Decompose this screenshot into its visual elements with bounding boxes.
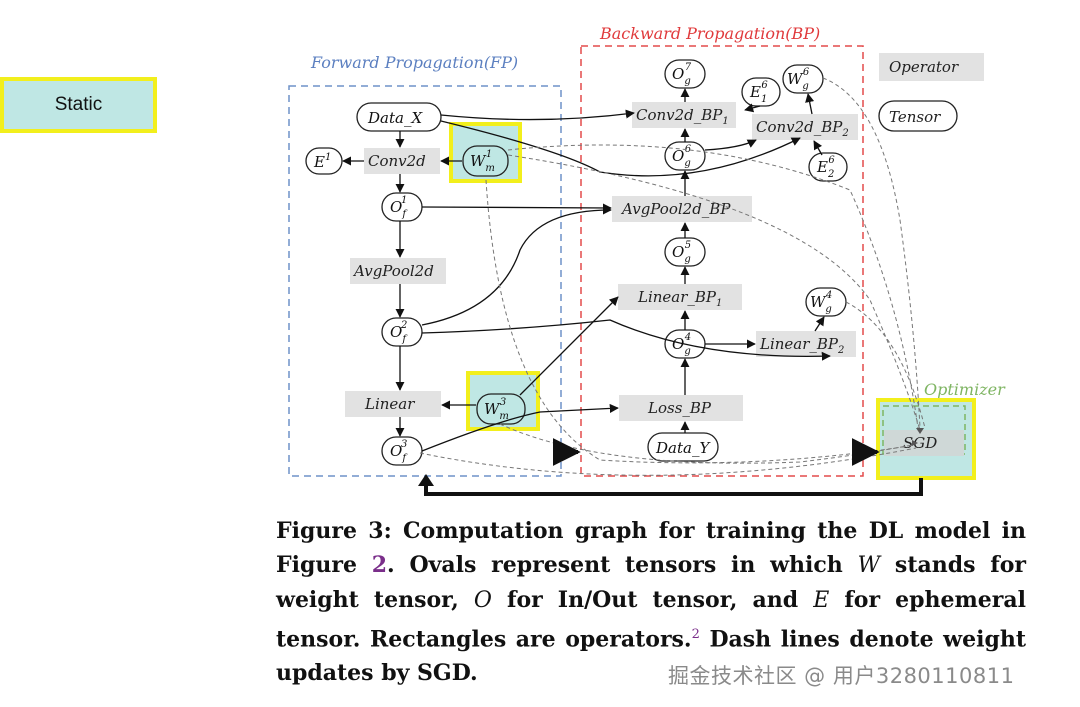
caption-prefix: Figure 3: Computation graph for training…: [276, 518, 1026, 578]
op-linear-label: Linear: [364, 395, 415, 413]
op-avgpool2d-bp: [612, 196, 752, 222]
figure-caption: Figure 3: Computation graph for training…: [276, 514, 1026, 690]
tensor-data-x: [356, 102, 442, 132]
legend-tensor-oval: [878, 100, 958, 132]
op-avgpool2d-bp-label: AvgPool2d_BP: [620, 200, 731, 218]
op-avgpool2d: [350, 258, 446, 284]
op-conv2d-bp1-label: Conv2d_BP1: [636, 106, 729, 127]
footnote-ref[interactable]: 2: [691, 627, 700, 642]
tensor-og5-label: Og5: [672, 240, 691, 265]
tensor-e16-label: E16: [749, 80, 768, 105]
bp-region: [580, 45, 864, 477]
tensor-of1-label: Of1: [390, 195, 408, 220]
tensor-e1: [305, 147, 343, 175]
op-conv2d: [364, 148, 440, 174]
tensor-wg6-label: Wg6: [787, 67, 810, 92]
static-badge: Static: [0, 77, 157, 133]
caption-o-symbol: O: [473, 588, 492, 613]
tensor-e26-label: E26: [816, 155, 835, 180]
figure-ref-link[interactable]: 2: [371, 552, 388, 578]
op-sgd: [884, 430, 964, 456]
caption-part5: Dash lines denote weight updates by SGD.: [276, 626, 1027, 687]
tensor-e16: [741, 77, 781, 107]
tensor-data-y-label: Data_Y: [655, 439, 711, 457]
caption-e-symbol: E: [813, 588, 830, 613]
tensor-og6-label: Og6: [672, 144, 692, 169]
op-conv2d-label: Conv2d: [368, 152, 426, 170]
tensor-wm1: [462, 145, 509, 177]
op-linear: [345, 391, 441, 417]
watermark: 掘金技术社区 @ 用户3280110811: [668, 664, 1015, 688]
op-conv2d-bp1: [632, 102, 736, 128]
computation-graph: Forward Propagation(FP) Backward Propaga…: [288, 24, 1006, 496]
tensor-of3-label: Of3: [390, 439, 408, 464]
op-loss-bp-label: Loss_BP: [647, 399, 712, 417]
op-sgd-label: SGD: [903, 434, 937, 452]
legend-operator-label: Operator: [889, 58, 959, 76]
op-conv2d-bp2-label: Conv2d_BP2: [756, 118, 849, 139]
tensor-og7-label: Og7: [672, 62, 692, 87]
tensor-of2-label: Of2: [390, 320, 408, 345]
tensor-og4-label: Og4: [672, 332, 691, 357]
caption-w-symbol: W: [857, 553, 881, 578]
tensor-wg4-label: Wg4: [810, 290, 832, 315]
static-badge-label: Static: [54, 94, 103, 115]
tensor-wg6: [782, 64, 824, 94]
op-loss-bp: [619, 395, 743, 421]
legend-operator-box: [879, 53, 984, 81]
op-linear-bp2: [756, 331, 856, 357]
tensor-og7: [664, 59, 706, 89]
op-linear-bp1: [618, 284, 742, 310]
tensor-data-x-label: Data_X: [367, 109, 423, 127]
tensor-of2: [381, 317, 423, 347]
op-linear-bp2-label: Linear_BP2: [759, 335, 844, 356]
op-conv2d-bp2: [752, 114, 858, 140]
caption-part3: for In/Out tensor, and: [491, 587, 814, 613]
tensor-data-y: [647, 432, 719, 462]
tensor-wm3-label: Wm3: [484, 397, 509, 422]
tensor-e26: [808, 152, 848, 182]
caption-part4: for ephemeral tensor. Rectangles are ope…: [276, 587, 1026, 653]
bp-region-label: Backward Propagation(BP): [599, 24, 820, 43]
op-avgpool2d-label: AvgPool2d: [352, 262, 434, 280]
op-linear-bp1-label: Linear_BP1: [637, 288, 722, 309]
caption-part1: . Ovals represent tensors in which: [387, 552, 858, 578]
caption-part2: stands for weight tensor,: [276, 552, 1026, 613]
legend-tensor-label: Tensor: [889, 108, 941, 126]
optimizer-label: Optimizer: [924, 380, 1006, 399]
fp-region-label: Forward Propagation(FP): [310, 53, 518, 72]
